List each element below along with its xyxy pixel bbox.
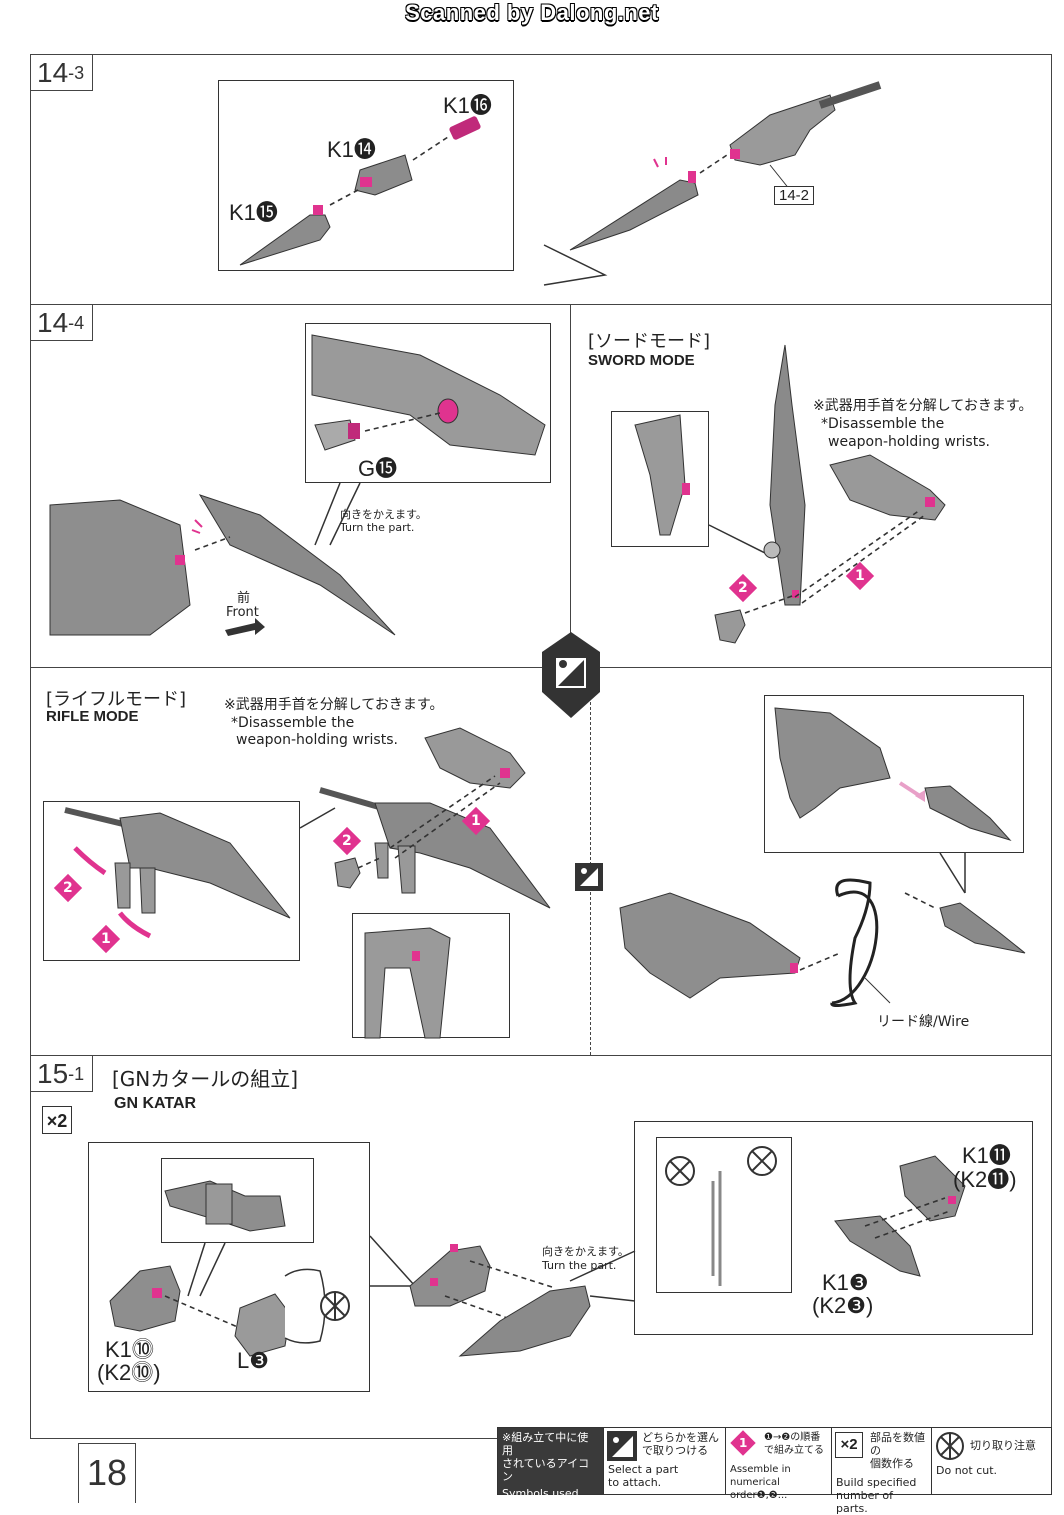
order-step-1-icon: 1: [461, 806, 491, 836]
legend-select: どちらかを選ん で取りつける Select a part to attach.: [604, 1428, 726, 1494]
legend-cut: 切り取り注意 Do not cut.: [932, 1428, 1051, 1494]
order-step-2-icon: 2: [53, 873, 83, 903]
do-not-cut-icon: [936, 1432, 964, 1460]
part-label: G⓯: [358, 456, 398, 481]
turn-note-en: Turn the part.: [542, 1259, 617, 1272]
sword-mode-title-jp: [ソードモード]: [588, 331, 711, 352]
wire-illustration: [575, 707, 1026, 1007]
step-14-4-illustration: [49, 334, 546, 636]
reference-tag: 14-2: [774, 186, 815, 205]
part-label: (K2⓫): [953, 1167, 1017, 1192]
divider: [30, 1055, 1052, 1056]
step-title-jp: [GNカタールの組立]: [112, 1067, 299, 1091]
turn-note-en: Turn the part.: [340, 521, 415, 534]
note-en: weapon-holding wrists.: [828, 434, 990, 450]
part-label: K1⓮: [327, 137, 376, 162]
note-en: weapon-holding wrists.: [236, 732, 398, 748]
rifle-mode-illustration: [64, 727, 551, 1039]
order-step-1-icon: 1: [91, 924, 121, 954]
step-number: 15-1: [31, 1056, 94, 1092]
order-step-icon: 1: [730, 1430, 756, 1456]
order-step-1-icon: 1: [845, 561, 875, 591]
order-step-2-icon: 2: [332, 826, 362, 856]
part-label: L❸: [237, 1348, 269, 1373]
step-14-3-illustration: [239, 81, 882, 286]
divider: [590, 667, 591, 1055]
watermark: Scanned by Dalong.net: [405, 0, 659, 25]
turn-note-jp: 向きをかえます。: [542, 1245, 629, 1258]
step-15-1-illustration: [109, 1146, 966, 1357]
divider: [30, 304, 1052, 305]
select-one-icon: [542, 632, 600, 718]
note-en: *Disassemble the: [231, 715, 355, 731]
order-step-2-icon: 2: [728, 573, 758, 603]
part-label: K1⓯: [229, 200, 278, 225]
sword-mode-title-en: SWORD MODE: [588, 352, 695, 369]
rifle-mode-title-jp: [ライフルモード]: [46, 689, 187, 710]
turn-note-jp: 向きをかえます。: [340, 508, 427, 521]
multiplier-icon: ×2: [835, 1432, 863, 1458]
part-label: K1⓾: [105, 1337, 154, 1362]
part-label: (K2❸): [812, 1293, 874, 1318]
divider: [570, 304, 571, 667]
sword-mode-illustration: [634, 344, 946, 644]
part-label: K1⓰: [443, 93, 492, 118]
part-label: K1⓫: [962, 1143, 1011, 1168]
divider: [30, 667, 1052, 668]
note-jp: ※武器用手首を分解しておきます。: [224, 697, 444, 713]
page-number: 18: [78, 1443, 136, 1503]
note-en: *Disassemble the: [821, 416, 945, 432]
legend-intro: ※組み立て中に使用 されているアイコン Symbols used in inst…: [498, 1428, 604, 1513]
front-label-en: Front: [226, 605, 259, 620]
part-label: K1❸: [822, 1270, 869, 1295]
step-number: 14-3: [31, 55, 94, 91]
wire-label: リード線/Wire: [877, 1014, 970, 1030]
front-label-jp: 前: [237, 591, 251, 606]
note-jp: ※武器用手首を分解しておきます。: [813, 398, 1033, 414]
legend-build: ×2 部品を数値の 個数作る Build specified number of…: [832, 1428, 932, 1515]
rifle-mode-title-en: RIFLE MODE: [46, 708, 139, 725]
part-label: (K2⓾): [97, 1360, 161, 1385]
symbol-legend: ※組み立て中に使用 されているアイコン Symbols used in inst…: [497, 1427, 1052, 1515]
legend-order: 1 ❶→❷の順番 で組み立てる Assemble in numerical or…: [726, 1428, 832, 1501]
step-number: 14-4: [31, 305, 94, 341]
multiplier-badge: ×2: [42, 1106, 72, 1134]
select-one-icon: [607, 1431, 637, 1461]
step-title-en: GN KATAR: [114, 1095, 197, 1112]
